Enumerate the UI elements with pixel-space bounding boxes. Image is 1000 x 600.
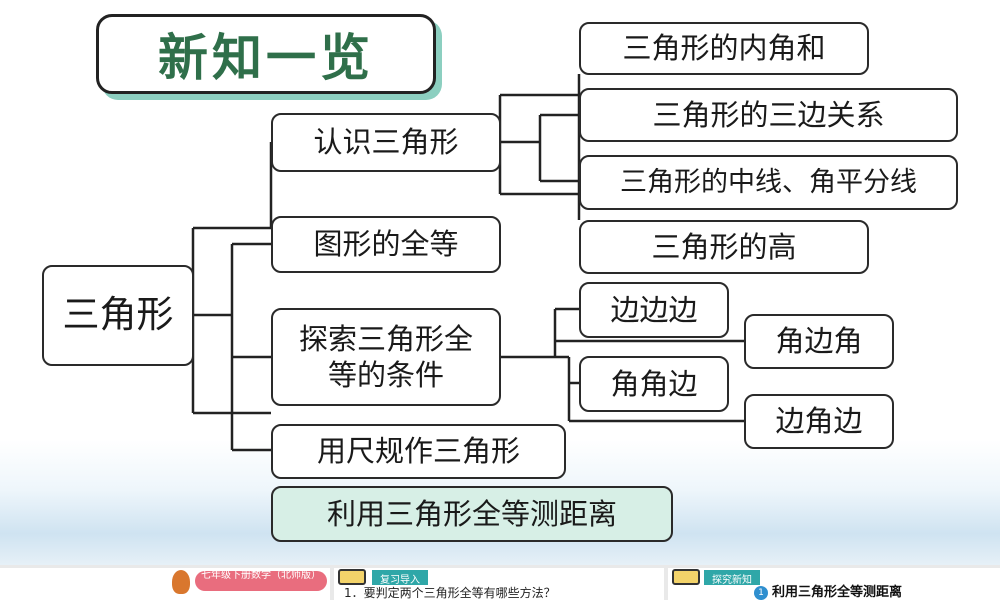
thumbnail-cover[interactable]: 七年级下册数学（北师版）	[0, 568, 330, 600]
node-interior-angles: 三角形的内角和	[579, 22, 869, 75]
book-label: 七年级下册数学（北师版）	[195, 571, 327, 591]
node-aas: 角角边	[579, 356, 729, 412]
chat-icon	[672, 569, 700, 585]
review-tag: 复习导入	[372, 570, 428, 586]
thumbnail-explore[interactable]: 探究新知 1 利用三角形全等测距离	[668, 568, 1000, 600]
branch-congruence-conditions: 探索三角形全等的条件	[271, 308, 501, 406]
branch-recognize-triangle: 认识三角形	[271, 113, 501, 172]
node-side-relations: 三角形的三边关系	[579, 88, 958, 142]
page-title: 新知一览	[96, 14, 436, 94]
fox-icon	[172, 570, 190, 594]
chat-icon	[338, 569, 366, 585]
node-sss: 边边边	[579, 282, 729, 338]
thumbnail-review[interactable]: 复习导入 1．要判定两个三角形全等有哪些方法？	[334, 568, 664, 600]
section-number: 1	[754, 586, 768, 600]
root-node: 三角形	[42, 265, 194, 366]
explore-tag: 探究新知	[704, 570, 760, 586]
branch-figure-congruence: 图形的全等	[271, 216, 501, 273]
node-median-bisector: 三角形的中线、角平分线	[579, 155, 958, 210]
node-sas: 边角边	[744, 394, 894, 449]
branch-ruler-compass: 用尺规作三角形	[271, 424, 566, 479]
review-question: 1．要判定两个三角形全等有哪些方法？	[344, 586, 556, 600]
node-altitude: 三角形的高	[579, 220, 869, 274]
node-asa: 角边角	[744, 314, 894, 369]
branch-measure-distance: 利用三角形全等测距离	[271, 486, 673, 542]
explore-heading: 利用三角形全等测距离	[772, 585, 903, 600]
